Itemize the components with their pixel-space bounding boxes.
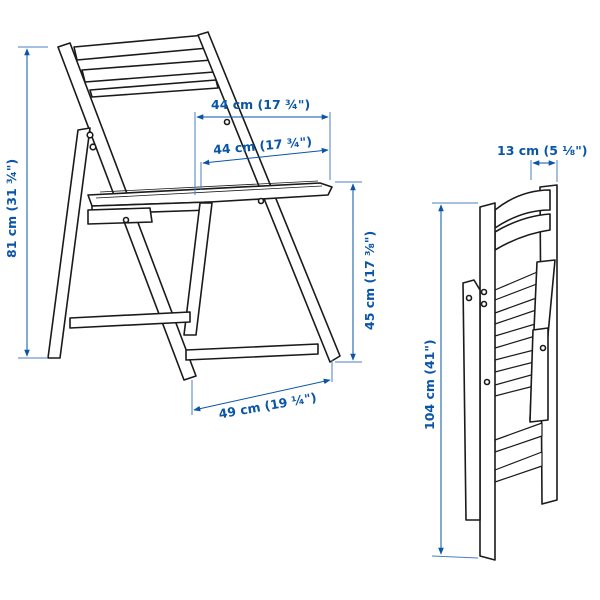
folded-chair-drawing xyxy=(462,184,558,561)
folded-thickness-label: 13 cm (5 ⅛") xyxy=(497,143,588,158)
seat-height-label: 45 cm (17 ⅜") xyxy=(362,230,377,330)
unfolded-chair-drawing xyxy=(47,31,341,381)
chair-width-top-label: 44 cm (17 ¾") xyxy=(211,97,311,112)
chair-height-label: 81 cm (31 ¾") xyxy=(4,158,19,258)
folded-dimension-lines xyxy=(431,160,558,559)
unfolded-dimension-lines xyxy=(18,46,362,415)
folded-height-label: 104 cm (41") xyxy=(422,339,437,430)
